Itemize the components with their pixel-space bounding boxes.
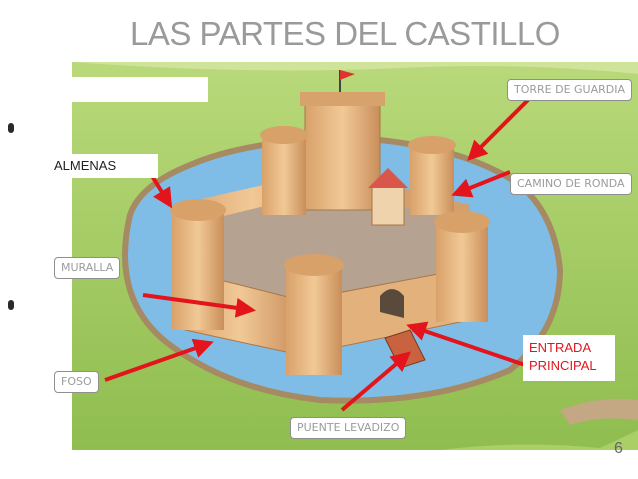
label-foso: FOSO	[54, 371, 99, 393]
tower-back-right	[408, 136, 456, 215]
binder-hole-top	[8, 123, 14, 133]
tower-right	[434, 211, 490, 322]
tower-front-center	[284, 254, 344, 375]
arrow-muralla	[142, 293, 256, 318]
arrow-torre-de-guardia	[467, 98, 530, 161]
pointer-arrows	[104, 98, 530, 412]
label-muralla: MURALLA	[54, 257, 121, 279]
arrow-foso	[104, 338, 214, 382]
tower-front-left	[170, 199, 226, 330]
label-torre-de-guardia: TORRE DE GUARDIA	[507, 79, 633, 101]
tower-back-left	[260, 126, 308, 215]
page-number: 6	[614, 440, 623, 457]
page-title: LAS PARTES DEL CASTILLO	[130, 15, 560, 52]
castle	[170, 70, 490, 375]
label-almenas: ALMENAS	[52, 154, 158, 178]
label-puente-levadizo: PUENTE LEVADIZO	[290, 417, 407, 439]
arrow-entrada-principal	[406, 321, 526, 367]
blank-label-box	[52, 77, 208, 102]
arrow-puente-levadizo	[340, 351, 412, 412]
label-entrada-principal-line1: ENTRADA	[529, 340, 592, 355]
binder-hole-bottom	[8, 300, 14, 310]
arrow-camino-de-ronda	[451, 170, 511, 198]
label-camino-de-ronda: CAMINO DE RONDA	[510, 173, 632, 195]
label-entrada-principal-line2: PRINCIPAL	[529, 358, 597, 373]
arrow-almenas	[150, 174, 173, 209]
label-entrada-principal: ENTRADA PRINCIPAL	[523, 335, 615, 381]
